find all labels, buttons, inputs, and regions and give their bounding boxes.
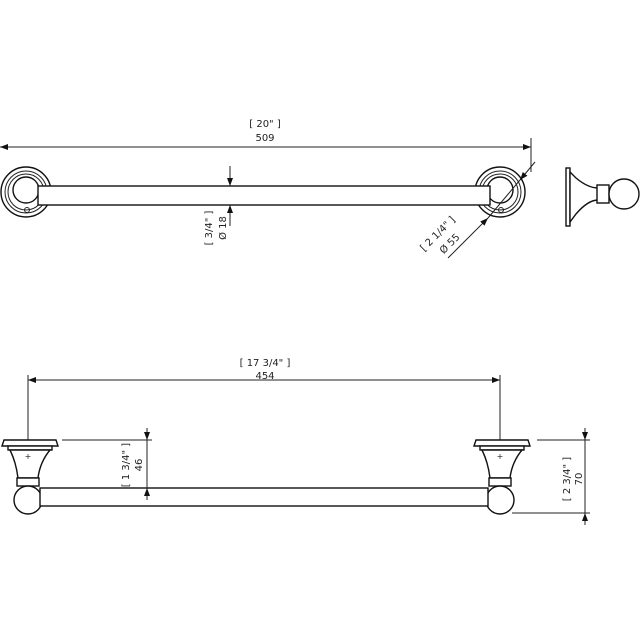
center-mark: + — [497, 452, 504, 461]
overall-length-in-label: [ 20" ] — [249, 119, 281, 130]
front-view: [ 17 3/4" ] 454 + + [ 1 3/4" ] 46 — [1, 358, 590, 525]
rosette-diameter-line — [487, 179, 521, 219]
center-distance-in-label: [ 17 3/4" ] — [240, 358, 291, 369]
center-mark: + — [25, 452, 32, 461]
rosette-diameter-arrow — [519, 161, 536, 181]
bar-diameter-mm-label: Ø 18 — [217, 216, 229, 240]
bar-diameter-in-label: [ 3/4" ] — [204, 210, 215, 245]
right-bracket: + — [473, 439, 531, 515]
top-view: [ 20" ] 509 [ 3/4" ] Ø 18 [ 2 1/4" ] Ø 5… — [0, 119, 640, 259]
center-distance-mm-label: 454 — [255, 371, 274, 382]
side-profile — [565, 167, 640, 227]
projection-in-label: [ 2 3/4" ] — [562, 457, 573, 501]
left-bracket: + — [1, 439, 59, 515]
projection-mm-label: 70 — [574, 473, 585, 486]
bar-offset-mm-label: 46 — [134, 459, 145, 472]
towel-bar-top — [37, 185, 491, 206]
rosette-diameter-leader — [447, 217, 489, 259]
bar-offset-in-label: [ 1 3/4" ] — [121, 443, 132, 487]
towel-bar-front — [39, 487, 489, 507]
overall-length-mm-label: 509 — [255, 133, 274, 144]
